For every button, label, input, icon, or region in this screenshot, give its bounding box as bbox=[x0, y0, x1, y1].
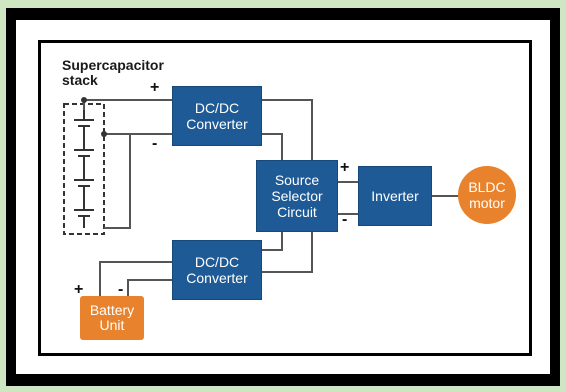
junction-dot bbox=[101, 131, 107, 137]
supercap-minus-sign: - bbox=[152, 135, 158, 152]
dcdc-converter-bottom: DC/DC Converter bbox=[172, 240, 262, 300]
selector-plus-sign: + bbox=[340, 159, 350, 176]
supercap-label: Supercapacitor stack bbox=[62, 57, 164, 88]
battery-unit: Battery Unit bbox=[80, 296, 144, 340]
junction-dot bbox=[81, 97, 87, 103]
selector-minus-sign: - bbox=[342, 211, 348, 228]
battery-plus-sign: + bbox=[74, 281, 84, 298]
capacitor-plates bbox=[74, 110, 94, 228]
bldc-motor: BLDC motor bbox=[458, 166, 516, 224]
supercap-plus-sign: + bbox=[150, 79, 160, 96]
dcdc-converter-top: DC/DC Converter bbox=[172, 86, 262, 146]
inverter-block: Inverter bbox=[358, 166, 432, 226]
source-selector-circuit: Source Selector Circuit bbox=[256, 160, 338, 232]
wires bbox=[83, 99, 460, 296]
battery-minus-sign: - bbox=[118, 281, 124, 298]
